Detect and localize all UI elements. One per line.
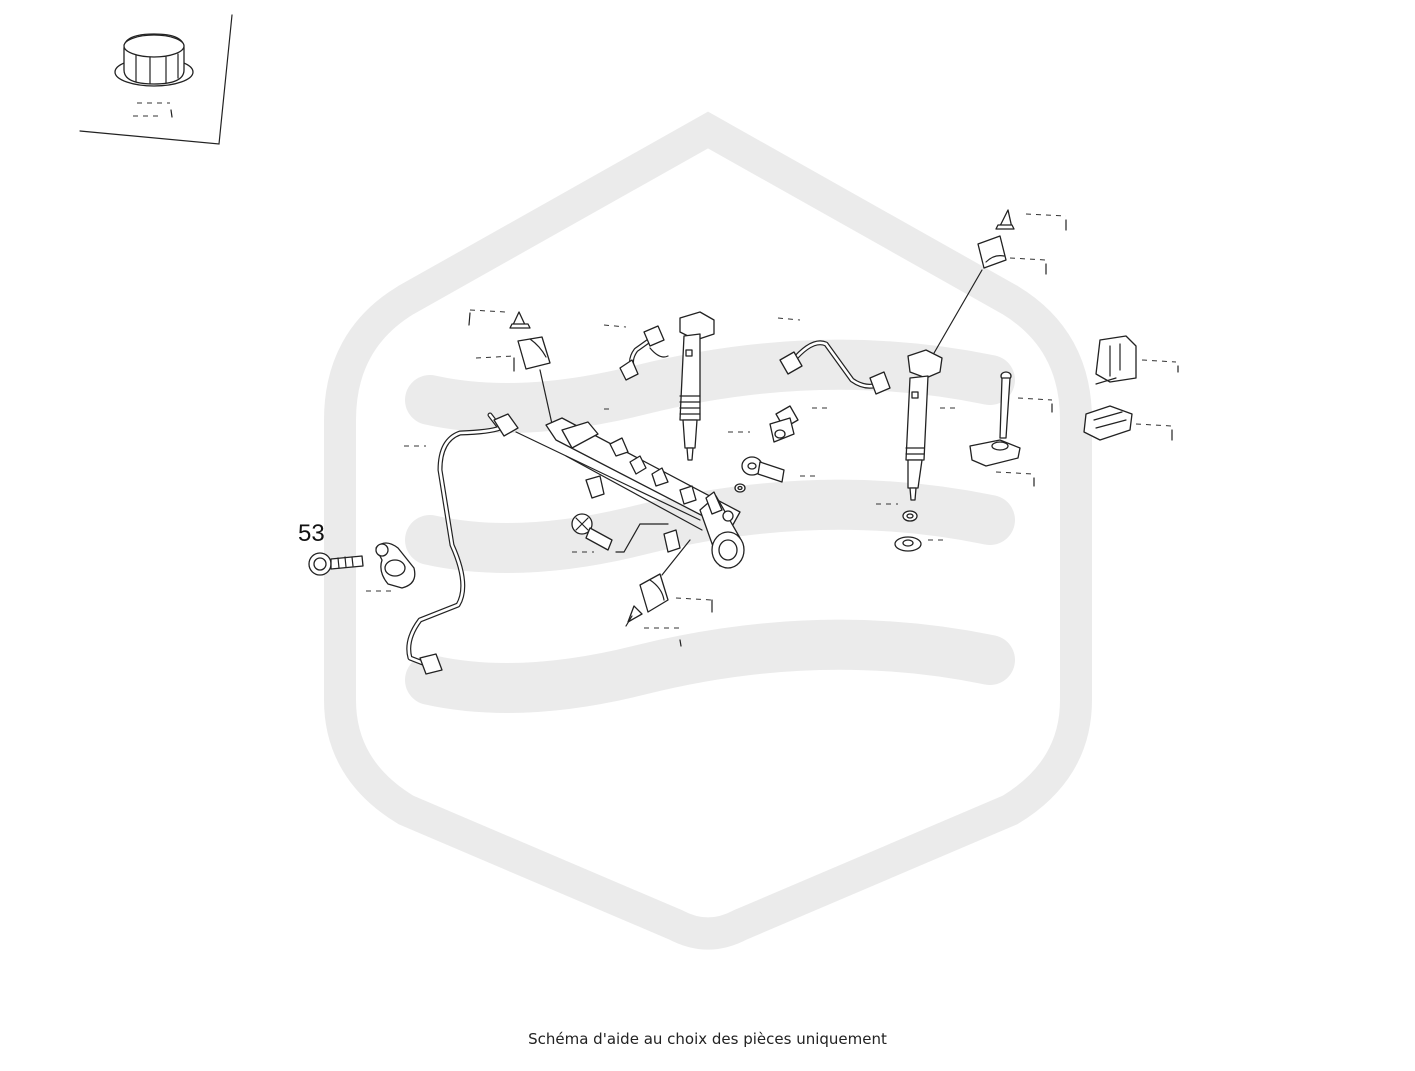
injector-clamp[interactable] bbox=[969, 439, 1035, 487]
fuel-pipe-left[interactable] bbox=[404, 412, 519, 675]
stud-bolt[interactable] bbox=[999, 371, 1053, 439]
banjo-bolt[interactable] bbox=[728, 405, 832, 443]
seal-cap-lower[interactable] bbox=[625, 539, 713, 647]
injector-left[interactable] bbox=[679, 311, 715, 461]
seal-cap-left[interactable] bbox=[468, 309, 553, 425]
banjo-union[interactable] bbox=[734, 456, 820, 493]
copper-washer-small[interactable] bbox=[902, 510, 918, 522]
pressure-regulator[interactable] bbox=[699, 491, 745, 569]
rail-bolt[interactable] bbox=[571, 513, 669, 553]
inset-frame bbox=[79, 14, 233, 145]
diagram-caption: Schéma d'aide au choix des pièces unique… bbox=[528, 1030, 887, 1048]
short-pipe[interactable] bbox=[603, 324, 669, 410]
injector-right[interactable] bbox=[876, 349, 960, 505]
retaining-clip-upper[interactable] bbox=[1095, 335, 1179, 385]
seal-cap-right[interactable] bbox=[929, 209, 1067, 361]
retaining-clip-lower[interactable] bbox=[1083, 405, 1173, 441]
filler-cap[interactable] bbox=[114, 33, 194, 118]
fuel-rail[interactable] bbox=[515, 417, 741, 553]
callout-53: 53 bbox=[298, 520, 325, 547]
fuel-pipe-middle[interactable] bbox=[777, 317, 891, 395]
bolt-53[interactable]: 53 bbox=[298, 520, 364, 576]
pipe-clamp[interactable] bbox=[366, 542, 416, 592]
watermark-logo bbox=[324, 111, 1092, 950]
copper-washer-large[interactable] bbox=[894, 536, 948, 552]
